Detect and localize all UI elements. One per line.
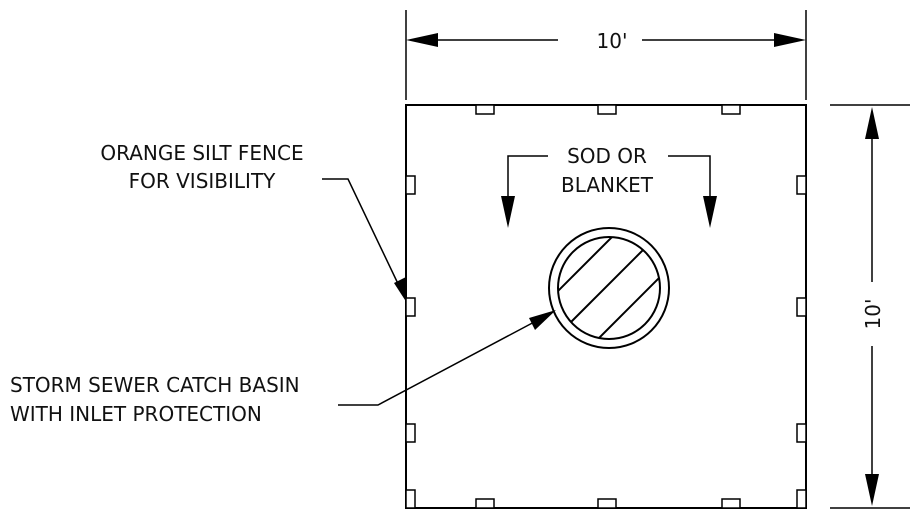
fence-post	[405, 175, 416, 195]
height-dimension-label: 10'	[861, 299, 885, 330]
width-arrow-right	[774, 33, 806, 47]
height-dimension: 10'	[830, 104, 910, 509]
width-arrow-left	[406, 33, 438, 47]
sod-label-line2: BLANKET	[561, 173, 654, 197]
fence-post	[597, 104, 617, 115]
catch-basin-inner-ring	[557, 236, 661, 340]
sod-leader-line-right	[668, 155, 711, 200]
width-dimension: 10'	[405, 10, 807, 100]
catch-basin-outer-ring	[548, 227, 670, 349]
silt-fence-label-line1: ORANGE SILT FENCE	[100, 141, 303, 165]
silt-fence-leader-arrow	[394, 277, 406, 300]
sod-leader-line-left	[507, 155, 548, 200]
fence-post	[405, 423, 416, 443]
silt-fence-label-line2: FOR VISIBILITY	[129, 169, 277, 193]
catch-basin-label-line1: STORM SEWER CATCH BASIN	[10, 373, 300, 397]
height-arrow-top	[865, 107, 879, 139]
silt-fence-callout: ORANGE SILT FENCE FOR VISIBILITY	[100, 141, 406, 300]
catch-basin-label-line2: WITH INLET PROTECTION	[10, 402, 262, 426]
width-dimension-label: 10'	[597, 29, 628, 53]
sod-leader-arrow-right	[703, 196, 717, 228]
catch-basin-leader-line	[338, 319, 539, 406]
height-arrow-bottom	[865, 474, 879, 506]
sod-label-line1: SOD OR	[567, 144, 647, 168]
fence-post	[721, 104, 741, 115]
sod-blanket-callout: SOD OR BLANKET	[501, 144, 717, 228]
fence-post	[405, 297, 416, 317]
silt-fence-posts	[405, 104, 807, 509]
sod-leader-arrow-left	[501, 196, 515, 228]
fence-post	[796, 489, 807, 509]
fence-post	[405, 489, 416, 509]
catch-basin	[548, 227, 670, 349]
fence-post	[721, 498, 741, 509]
catch-basin-leader-arrow	[529, 310, 556, 330]
fence-post	[475, 104, 495, 115]
fence-post	[796, 175, 807, 195]
catch-basin-callout: STORM SEWER CATCH BASIN WITH INLET PROTE…	[10, 310, 556, 426]
fence-post	[796, 297, 807, 317]
fence-post	[796, 423, 807, 443]
fence-post	[597, 498, 617, 509]
silt-fence-leader-line	[322, 178, 402, 291]
fence-post	[475, 498, 495, 509]
